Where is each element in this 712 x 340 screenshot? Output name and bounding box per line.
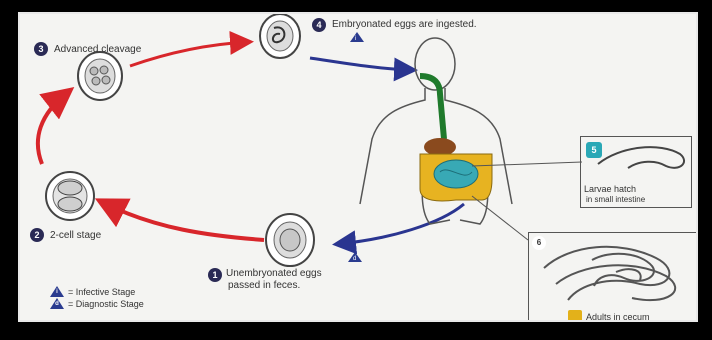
stage-label-larvae-line2: in small intestine xyxy=(586,194,645,205)
stage-number-2: 2 xyxy=(30,228,44,242)
arrow-stage2-to-stage3 xyxy=(38,92,68,164)
arrow-stage1-to-stage2 xyxy=(102,202,264,240)
stage-label-embryonated-eggs: Embryonated eggs are ingested. xyxy=(332,19,477,30)
stage-number-1: 1 xyxy=(208,268,222,282)
stage-label-advanced-cleavage: Advanced cleavage xyxy=(54,44,141,55)
pointer-line-cecum xyxy=(472,196,528,240)
egg-advanced-cleavage xyxy=(78,52,122,100)
egg-two-cell xyxy=(46,172,94,220)
arrow-stage3-to-stage4 xyxy=(130,42,248,66)
stage-label-unembryonated-line1: Unembryonated eggs xyxy=(226,268,322,279)
life-cycle-diagram: 3 Advanced cleavage 4 Embryonated eggs a… xyxy=(18,12,698,322)
egg-unembryonated xyxy=(266,214,314,266)
stage-number-4: 4 xyxy=(312,18,326,32)
small-intestine xyxy=(434,160,478,188)
infective-triangle-icon: i xyxy=(50,286,64,297)
arrow-feces xyxy=(338,204,464,244)
infective-marker xyxy=(350,32,364,42)
legend-infective-label: = Infective Stage xyxy=(68,287,135,297)
stage-number-6: 6 xyxy=(532,236,546,250)
arrow-ingestion xyxy=(310,58,412,70)
stage-label-2-cell: 2-cell stage xyxy=(50,230,101,241)
infective-marker-letter: i xyxy=(355,34,356,45)
inset-cecum xyxy=(528,232,698,322)
stage-label-adults-cecum: Adults in cecum xyxy=(586,312,650,322)
legend-diagnostic: d = Diagnostic Stage xyxy=(50,298,144,309)
egg-embryonated xyxy=(260,14,300,58)
legend-diagnostic-label: = Diagnostic Stage xyxy=(68,299,144,309)
diagnostic-triangle-icon: d xyxy=(50,298,64,309)
stage-label-unembryonated-line2: passed in feces. xyxy=(228,280,300,291)
legend-infective: i = Infective Stage xyxy=(50,286,135,297)
stage-number-3: 3 xyxy=(34,42,48,56)
diagnostic-marker-letter: d xyxy=(353,254,356,265)
stomach xyxy=(424,138,456,156)
stage-number-5: 5 xyxy=(586,142,602,158)
stage-number-6-badge xyxy=(568,310,582,322)
